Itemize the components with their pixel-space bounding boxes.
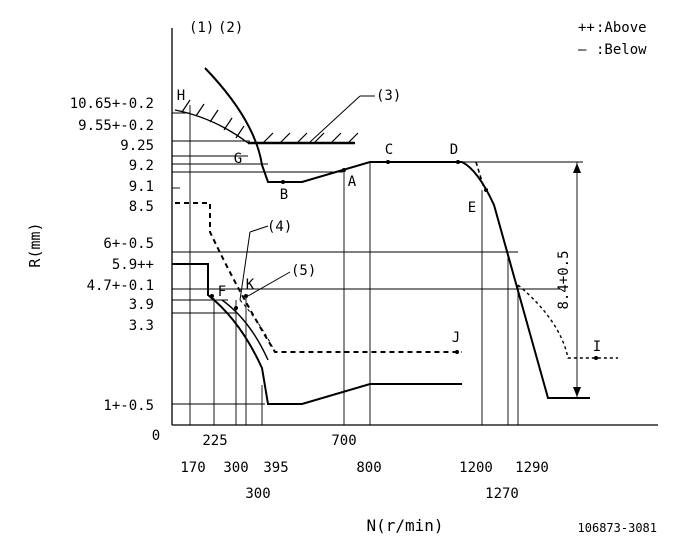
x-tick: 300: [245, 486, 270, 502]
y-tick: 3.9: [129, 297, 154, 313]
x-tick: 1200: [459, 460, 493, 476]
point-label: B: [280, 187, 288, 203]
point-label: I: [593, 339, 601, 355]
y-tick: 9.2: [129, 158, 154, 174]
annotation-2: (2): [218, 20, 243, 36]
x-tick: 800: [356, 460, 381, 476]
marker-c: [386, 160, 390, 164]
x-tick: 225: [202, 433, 227, 449]
annotation-labels: (1) (2) (3) (4) (5): [189, 20, 401, 279]
dimension-label: 8.4+0.5: [556, 250, 572, 309]
point-label: D: [450, 142, 458, 158]
annotation-4: (4): [267, 219, 292, 235]
annotation-1: (1): [189, 20, 214, 36]
marker-4: [234, 306, 238, 310]
point-label: G: [234, 151, 242, 167]
x-tick: 300: [223, 460, 248, 476]
reference-lines: [172, 105, 590, 425]
stopper-hatch: [174, 99, 359, 145]
point-label: A: [348, 174, 357, 190]
curves: [172, 67, 618, 405]
annotation-leaders: [239, 95, 375, 301]
marker-k: [244, 294, 248, 298]
marker-i: [594, 356, 598, 360]
marker-j: [455, 350, 459, 354]
curve-lower-solid: [172, 263, 462, 405]
y-tick: 8.5: [129, 199, 154, 215]
marker-e: [484, 188, 488, 192]
point-markers: [210, 160, 598, 360]
curve-right-dashed-2: [517, 284, 618, 359]
legend-below-symbol: —: [578, 42, 587, 58]
origin-label: 0: [152, 428, 160, 444]
point-label: F: [218, 284, 226, 300]
marker-f: [210, 294, 214, 298]
x-tick: 1270: [485, 486, 519, 502]
y-tick: 9.1: [129, 179, 154, 195]
x-tick: 1290: [515, 460, 549, 476]
curve-inner-dashed: [239, 299, 276, 353]
drawing-number: 106873-3081: [578, 521, 657, 535]
curve-upper-dashed: [175, 202, 462, 353]
legend-above-symbol: ++: [578, 20, 595, 36]
point-label: K: [246, 277, 255, 293]
y-tick: 4.7+-0.1: [87, 278, 154, 294]
y-tick: 1+-0.5: [103, 398, 154, 414]
y-tick: 3.3: [129, 318, 154, 334]
marker-b: [281, 180, 285, 184]
legend-above-text: :Above: [596, 20, 647, 36]
x-tick: 395: [263, 460, 288, 476]
y-tick-labels: 10.65+-0.2 9.55+-0.2 9.25 9.2 9.1 8.5 6+…: [70, 96, 154, 414]
point-label: H: [177, 88, 185, 104]
x-tick-labels: 170 225 300 395 300 700 800 1200 1290 12…: [180, 433, 549, 502]
curve-inner-solid: [221, 299, 269, 361]
marker-a: [342, 168, 346, 172]
annotation-5: (5): [291, 263, 316, 279]
x-axis-title: N(r/min): [366, 516, 443, 535]
point-labels: H G B A C D E I J F K: [177, 88, 601, 355]
legend: ++ :Above — :Below: [578, 20, 647, 58]
x-tick: 700: [331, 433, 356, 449]
annotation-3: (3): [376, 88, 401, 104]
y-tick: 10.65+-0.2: [70, 96, 154, 112]
y-tick: 9.25: [120, 138, 154, 154]
y-tick: 6+-0.5: [103, 236, 154, 252]
y-tick: 9.55+-0.2: [78, 118, 154, 134]
legend-below-text: :Below: [596, 42, 647, 58]
curve-right-dashed: [475, 161, 485, 189]
y-axis-title: R(mm): [26, 222, 44, 267]
point-label: C: [385, 142, 393, 158]
point-label: E: [468, 200, 476, 216]
x-tick: 170: [180, 460, 205, 476]
marker-d: [456, 160, 460, 164]
y-tick: 5.9++: [112, 257, 154, 273]
point-label: J: [452, 330, 460, 346]
